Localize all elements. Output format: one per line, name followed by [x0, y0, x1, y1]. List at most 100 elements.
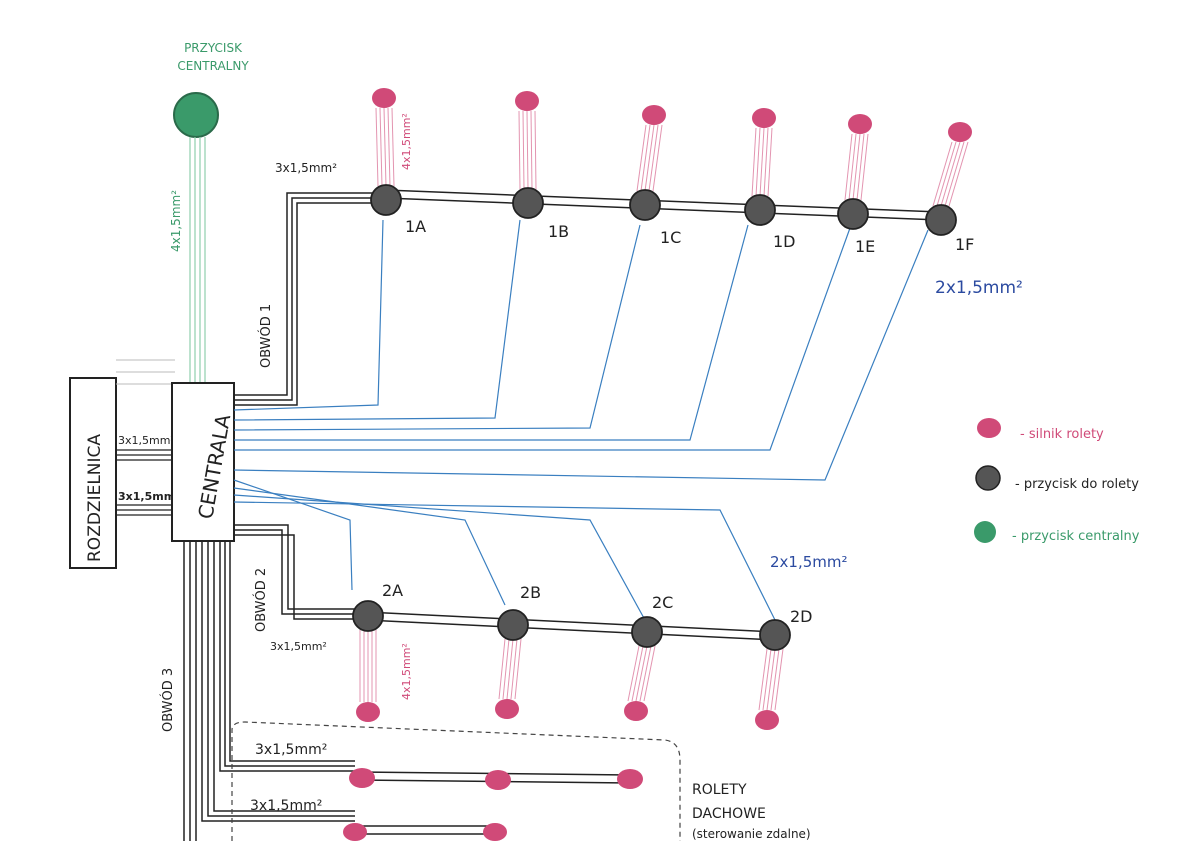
circuit-2-power-line [234, 524, 776, 641]
motor-wire [635, 645, 648, 702]
motor-wire [526, 110, 529, 190]
circuit-2-cable-label: 3x1,5mm² [270, 640, 327, 653]
central-switch-icon [173, 92, 219, 138]
motor-wire [375, 107, 379, 187]
blind-switch-icon [370, 184, 402, 216]
motor-wire [506, 638, 514, 700]
motor-icon [752, 108, 776, 128]
circuit-2-signal-wires [233, 479, 776, 621]
blind-switch-icon [497, 609, 529, 641]
blind-switch-icon [925, 204, 957, 236]
motor-wire [518, 110, 521, 190]
legend-label-switch: - przycisk do rolety [1015, 477, 1139, 492]
motor-icon [977, 418, 1001, 438]
motor-wire [856, 133, 865, 201]
motor-icon [848, 114, 872, 134]
motor-icon [349, 768, 375, 788]
blind-switch-icon [837, 198, 869, 230]
motor-wire [522, 110, 525, 190]
circuit-2-label: OBWÓD 2 [253, 568, 269, 632]
motor-icon [948, 122, 972, 142]
cable-label-vertical: 4x1,5mm² [169, 190, 183, 252]
motor-wire [758, 648, 768, 711]
motor-icon [755, 710, 779, 730]
motor-wire [767, 127, 773, 197]
motor-wire [640, 124, 651, 192]
blind-switch-icon [744, 194, 776, 226]
central-button-label-line2: CENTRALNY [177, 59, 249, 73]
motor-wire [763, 127, 769, 197]
motor-wire [936, 141, 957, 207]
switch-label: 2B [520, 583, 541, 602]
blind-switch-icon [975, 465, 1001, 491]
legend-item-switch: - przycisk do rolety [975, 465, 1139, 492]
distribution-board-label: ROZDZIELNICA [85, 434, 105, 562]
motor-wire [652, 124, 663, 192]
legend: - silnik rolety - przycisk do rolety - p… [974, 418, 1140, 544]
roof-blinds-boundary [231, 721, 681, 841]
circuit-1-power-line [234, 189, 941, 406]
motor-wire [755, 127, 761, 197]
motor-wire [762, 648, 772, 711]
switch-label: 1B [548, 222, 569, 241]
roof-cable-label-a: 3x1,5mm² [255, 742, 327, 758]
motor-wire [627, 645, 640, 702]
blind-switch-icon [512, 187, 544, 219]
motor-wire [751, 127, 757, 197]
roof-blinds-label-line1: ROLETY [692, 782, 747, 798]
blind-switch-icon [352, 600, 384, 632]
legend-label-central: - przycisk centralny [1012, 529, 1140, 544]
feed-cable-label-b: 3x1,5mm² [118, 490, 180, 503]
motor-wire [759, 127, 765, 197]
roof-motors [343, 768, 643, 841]
motor-icon [617, 769, 643, 789]
feed-cable-label-a: 3x1,5mm² [118, 434, 175, 447]
switch-label: 1D [773, 232, 796, 251]
motor-wire [636, 124, 647, 192]
motor-icon [372, 88, 396, 108]
motor-wire [530, 110, 533, 190]
switch-label: 1C [660, 228, 681, 247]
motor-wire [639, 645, 652, 702]
legend-item-motor: - silnik rolety [977, 418, 1104, 442]
switch-label: 2A [382, 581, 403, 600]
motor-wire [631, 645, 644, 702]
motor-icon [624, 701, 648, 721]
roof-blinds-label-line2: DACHOWE [692, 806, 766, 822]
motor-wire [770, 648, 780, 711]
motor-wire [766, 648, 776, 711]
blind-switch-icon [629, 189, 661, 221]
motor-cable-label-1a: 4x1,5mm² [400, 113, 413, 170]
roof-blinds-label-line3: (sterowanie zdalne) [692, 827, 811, 841]
blind-switch-icon [631, 616, 663, 648]
switch-label: 1A [405, 217, 426, 236]
motor-wire [774, 648, 784, 711]
central-button: PRZYCISK CENTRALNY 4x1,5mm² [169, 41, 249, 382]
central-switch-icon [974, 521, 996, 543]
motor-cable-label-2a: 4x1,5mm² [400, 643, 413, 700]
motor-wire [948, 141, 969, 207]
circuit-2-signal-cable-label: 2x1,5mm² [770, 553, 848, 571]
motor-wire [387, 107, 391, 187]
motor-wire [648, 124, 659, 192]
motor-wire [644, 124, 655, 192]
distribution-board: ROZDZIELNICA 3x1,5mm² 3x1,5mm² [69, 359, 180, 569]
circuit-1-signal-cable-label: 2x1,5mm² [935, 278, 1023, 298]
circuit-3-power-lines [183, 541, 631, 841]
motor-wire [860, 133, 869, 201]
motor-icon [343, 823, 367, 841]
motor-wire [848, 133, 857, 201]
circuit-1-cable-label: 3x1,5mm² [275, 161, 337, 175]
legend-item-central: - przycisk centralny [974, 521, 1140, 544]
motor-wire [844, 133, 853, 201]
switch-label: 2C [652, 593, 673, 612]
circuit-3-label: OBWÓD 3 [160, 668, 176, 732]
legend-label-motor: - silnik rolety [1020, 427, 1104, 442]
motor-icon [515, 91, 539, 111]
motor-wire [932, 141, 953, 207]
switch-label: 1F [955, 235, 974, 254]
blind-switch-icon [759, 619, 791, 651]
motor-wire [534, 110, 537, 190]
